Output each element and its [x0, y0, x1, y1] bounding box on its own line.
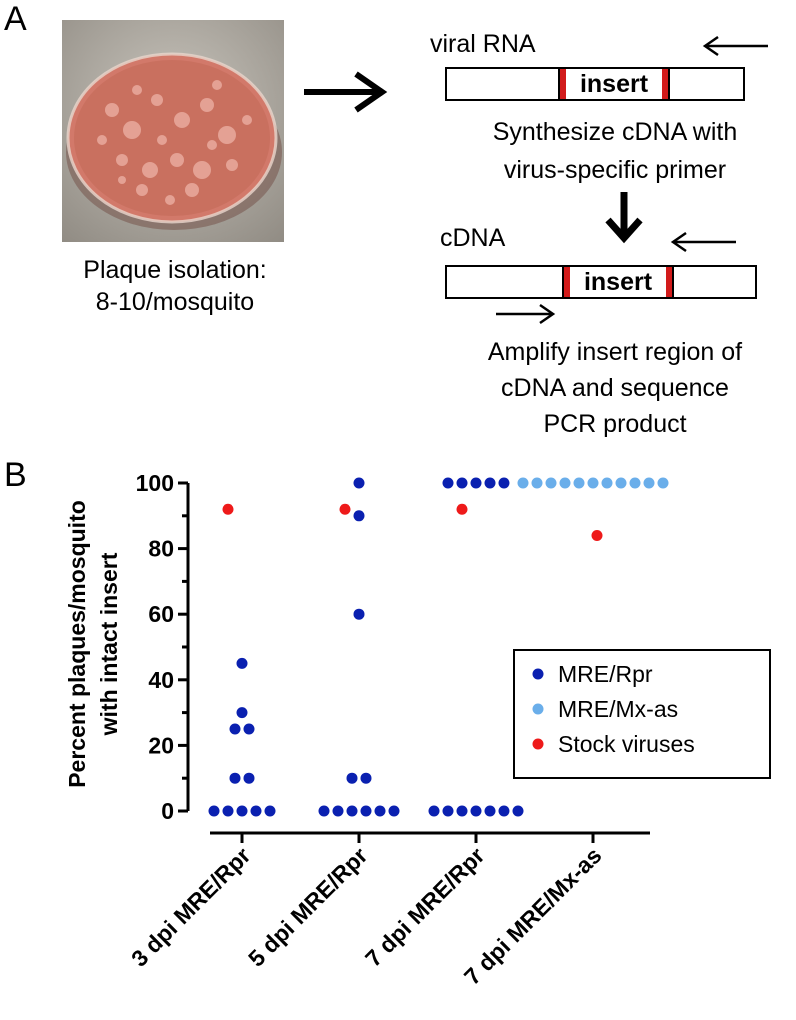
data-point — [456, 805, 468, 817]
data-point — [346, 772, 358, 784]
data-point — [353, 510, 365, 522]
reverse-primer-arrow-icon — [702, 35, 768, 57]
y-tick-label: 100 — [136, 470, 174, 496]
data-point — [353, 477, 365, 489]
cdna-label: cDNA — [440, 224, 506, 252]
y-axis-title: Percent plaques/mosquito with intact ins… — [64, 500, 122, 788]
data-point — [573, 477, 585, 489]
process-arrow-icon — [304, 71, 388, 113]
y-tick-label: 80 — [148, 536, 174, 562]
data-point — [657, 477, 669, 489]
legend-box — [513, 649, 771, 779]
data-point — [629, 477, 641, 489]
plaque-caption-line1: Plaque isolation: — [83, 256, 267, 284]
data-point — [360, 805, 372, 817]
x-tick-label: 7 dpi MRE/Rpr — [360, 842, 490, 972]
legend-label: MRE/Rpr — [558, 661, 653, 687]
synth-line1: Synthesize cDNA with — [492, 118, 738, 146]
data-point — [498, 805, 510, 817]
data-point — [428, 805, 440, 817]
legend-label: Stock viruses — [558, 731, 695, 757]
y-axis-title-line1: Percent plaques/mosquito — [64, 500, 90, 788]
data-point — [208, 805, 220, 817]
data-point — [374, 805, 386, 817]
data-point — [360, 772, 372, 784]
data-point — [484, 477, 496, 489]
cdna-bar — [445, 265, 757, 299]
data-point — [601, 477, 613, 489]
data-point — [229, 772, 241, 784]
y-axis-title-line2: with intact insert — [96, 552, 122, 736]
plaque-caption-line2: 8-10/mosquito — [95, 288, 255, 316]
data-point — [517, 477, 529, 489]
forward-primer-arrow-icon — [496, 303, 556, 325]
legend-marker — [532, 703, 544, 715]
y-tick-label: 40 — [148, 667, 174, 693]
x-tick-label: 5 dpi MRE/Rpr — [243, 842, 373, 972]
y-tick-label: 60 — [148, 601, 174, 627]
amplify-line2: cDNA and sequence — [501, 374, 729, 402]
cdna-insert: insert — [562, 265, 674, 299]
data-point — [243, 772, 255, 784]
data-point — [587, 477, 599, 489]
data-point — [559, 477, 571, 489]
data-point — [339, 503, 351, 515]
data-point — [229, 723, 241, 735]
data-point — [498, 477, 510, 489]
data-point — [484, 805, 496, 817]
legend-marker — [532, 668, 544, 680]
data-point — [512, 805, 524, 817]
data-point — [643, 477, 655, 489]
data-point — [456, 477, 468, 489]
cdna-reverse-primer-arrow-icon — [670, 231, 736, 253]
data-point — [318, 805, 330, 817]
data-point — [236, 805, 248, 817]
data-point — [456, 503, 468, 515]
data-point — [243, 723, 255, 735]
data-point — [222, 805, 234, 817]
data-points — [208, 477, 669, 817]
legend-marker — [532, 738, 544, 750]
data-point — [250, 805, 262, 817]
data-point — [470, 805, 482, 817]
data-point — [615, 477, 627, 489]
data-point — [442, 805, 454, 817]
data-point — [346, 805, 358, 817]
viral-rna-insert: insert — [558, 67, 670, 101]
data-point — [531, 477, 543, 489]
scatter-chart: Percent plaques/mosquito with intact ins… — [64, 470, 771, 990]
synth-line2: virus-specific primer — [503, 156, 727, 184]
data-point — [353, 608, 365, 620]
data-point — [236, 657, 248, 669]
data-point — [545, 477, 557, 489]
data-point — [470, 477, 482, 489]
data-point — [388, 805, 400, 817]
down-arrow-icon — [605, 192, 643, 244]
y-tick-label: 0 — [161, 798, 174, 824]
panel-a-letter: A — [4, 0, 27, 38]
data-point — [442, 477, 454, 489]
viral-rna-bar — [445, 67, 745, 101]
amplify-line1: Amplify insert region of — [487, 338, 743, 366]
amplify-line3: PCR product — [543, 410, 687, 438]
data-point — [222, 503, 234, 515]
panel-b-letter: B — [4, 456, 27, 494]
legend-label: MRE/Mx-as — [558, 696, 678, 722]
viral-rna-label: viral RNA — [430, 30, 536, 58]
petri-dish-photo — [62, 20, 284, 242]
data-point — [332, 805, 344, 817]
data-point — [236, 707, 248, 719]
data-point — [264, 805, 276, 817]
data-point — [591, 529, 603, 541]
y-tick-label: 20 — [148, 732, 174, 758]
petri-dish-image — [62, 20, 284, 242]
x-tick-label: 3 dpi MRE/Rpr — [126, 842, 256, 972]
